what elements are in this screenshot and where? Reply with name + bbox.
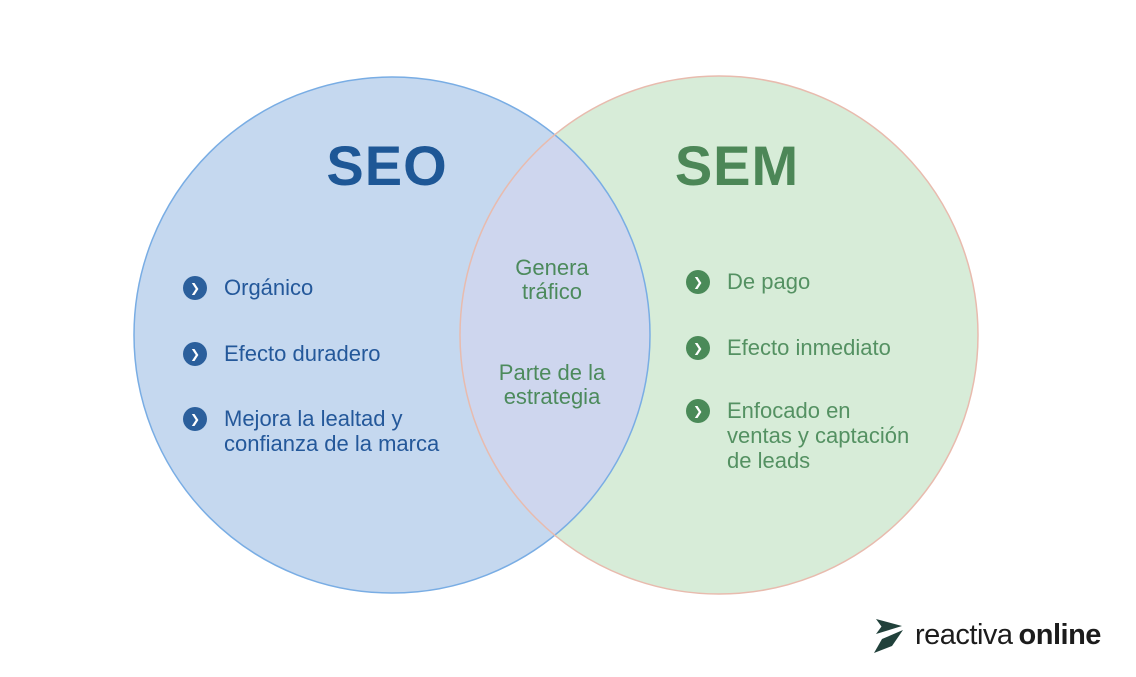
sem-item-line: ventas y captación [727, 423, 910, 448]
sem-list-item: ❯ Enfocado en ventas y captación de lead… [686, 398, 909, 473]
logo-text-bold: online [1018, 618, 1102, 651]
seo-item-line: confianza de la marca [224, 431, 440, 456]
sem-item-line: De pago [727, 269, 811, 294]
sem-list-item: ❯ Efecto inmediato [686, 335, 891, 360]
seo-item-line: Mejora la lealtad y [224, 406, 403, 431]
seo-item-line: Efecto duradero [224, 341, 381, 366]
overlap-item: Parte de la estrategia [482, 361, 622, 409]
seo-list-item: ❯ Efecto duradero [183, 341, 381, 366]
seo-title: SEO [326, 134, 448, 197]
sem-item-line: Enfocado en [727, 398, 851, 423]
chevron-right-bullet-icon: ❯ [183, 407, 207, 431]
overlap-item-line: tráfico [522, 279, 582, 304]
seo-item-line: Orgánico [224, 275, 314, 300]
chevron-right-bullet-icon: ❯ [686, 336, 710, 360]
sem-list-item: ❯ De pago [686, 269, 810, 294]
seo-list-item: ❯ Orgánico [183, 275, 313, 300]
overlap-lens [460, 77, 650, 593]
overlap-item-line: Parte de la [498, 360, 606, 385]
logo-text-regular: reactiva [915, 618, 1013, 651]
overlap-item: Genera tráfico [482, 256, 622, 304]
chevron-right-bullet-icon: ❯ [183, 342, 207, 366]
reactiva-arrows-mark-icon [874, 619, 903, 653]
sem-title: SEM [674, 134, 800, 197]
overlap-item-line: estrategia [503, 384, 601, 409]
chevron-right-bullet-icon: ❯ [686, 270, 710, 294]
sem-item-line: Efecto inmediato [727, 335, 891, 360]
sem-item-line: de leads [727, 448, 811, 473]
seo-item-label: Efecto duradero [224, 341, 381, 366]
seo-list-item: ❯ Mejora la lealtad y confianza de la ma… [183, 406, 439, 456]
overlap-item-line: Genera [515, 255, 589, 280]
sem-item-label: Efecto inmediato [727, 335, 891, 360]
seo-circle-outline [133, 76, 651, 594]
sem-item-label: De pago [727, 269, 810, 294]
seo-item-label: Orgánico [224, 275, 313, 300]
sem-circle-outline [459, 75, 979, 595]
seo-item-label: Mejora la lealtad y confianza de la marc… [224, 406, 439, 456]
chevron-right-bullet-icon: ❯ [183, 276, 207, 300]
chevron-right-bullet-icon: ❯ [686, 399, 710, 423]
sem-item-label: Enfocado en ventas y captación de leads [727, 398, 909, 473]
